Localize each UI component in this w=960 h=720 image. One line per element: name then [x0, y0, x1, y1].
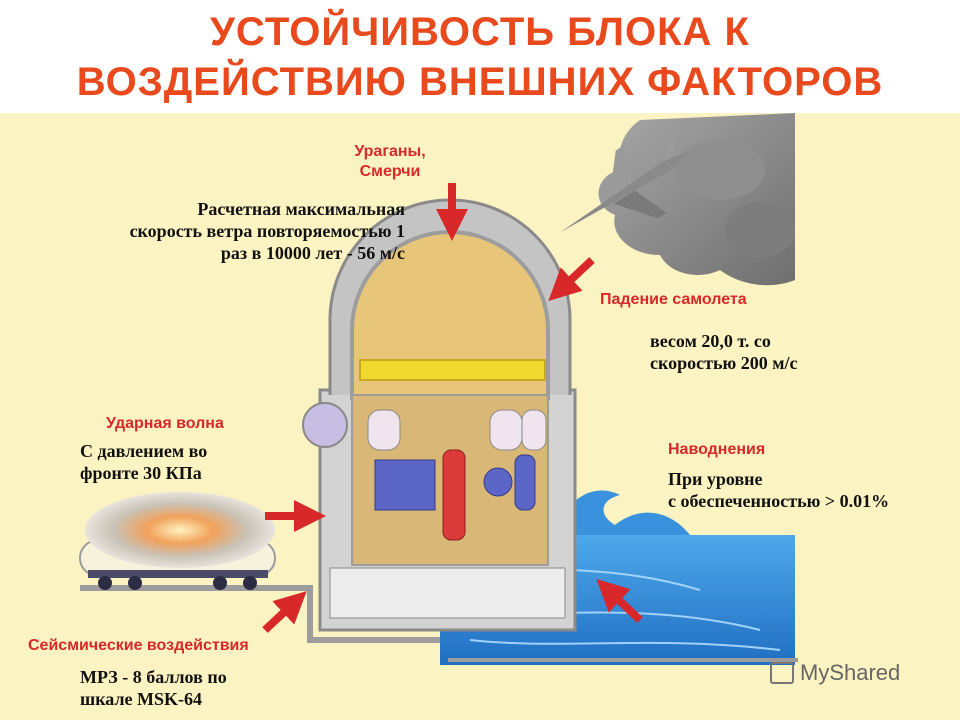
- seismic-text-line-2: шкале MSK-64: [80, 689, 203, 709]
- plane-crash-text-line-2: скоростью 200 м/с: [650, 353, 798, 373]
- watermark-text: MyShared: [800, 660, 901, 685]
- hurricanes-heading-line-1: Ураганы,: [354, 143, 426, 160]
- hurricanes-text: Расчетная максимальная скорость ветра по…: [60, 198, 405, 264]
- watermark: MyShared: [770, 660, 900, 686]
- floods-text: При уровне с обеспеченностью > 0.01%: [668, 468, 889, 512]
- tanker-train-icon: [79, 492, 276, 590]
- plane-crash-text: весом 20,0 т. со скоростью 200 м/с: [650, 330, 798, 374]
- shock-wave-text-line-2: фронте 30 КПа: [80, 463, 202, 483]
- page-title-line-1: УСТОЙЧИВОСТЬ БЛОКА К: [210, 10, 750, 54]
- hurricanes-heading-line-2: Смерчи: [359, 163, 421, 180]
- seismic-text-line-1: МРЗ - 8 баллов по: [80, 667, 227, 687]
- flood-arrow-icon: [596, 579, 643, 623]
- floods-heading: Наводнения: [668, 441, 766, 458]
- seismic-heading: Сейсмические воздействия: [28, 637, 249, 654]
- watermark-logo-icon: [770, 662, 794, 684]
- floods-text-line-1: При уровне: [668, 469, 763, 489]
- plane-crash-heading: Падение самолета: [600, 291, 747, 308]
- shock-wave-text: С давлением во фронте 30 КПа: [80, 440, 207, 484]
- seismic-text: МРЗ - 8 баллов по шкале MSK-64: [80, 666, 227, 710]
- page-title-line-2: ВОЗДЕЙСТВИЮ ВНЕШНИХ ФАКТОРОВ: [76, 60, 884, 104]
- storm-cloud-icon: [598, 113, 795, 286]
- shock-wave-text-line-1: С давлением во: [80, 441, 208, 461]
- plane-crash-text-line-1: весом 20,0 т. со: [650, 331, 771, 351]
- floods-text-line-2: с обеспеченностью > 0.01%: [668, 491, 890, 511]
- shock-wave-heading: Ударная волна: [106, 415, 224, 432]
- hurricanes-text-line-1: Расчетная максимальная: [197, 199, 405, 219]
- hurricanes-text-line-2: скорость ветра повторяемостью 1: [129, 221, 405, 241]
- seismic-arrow-icon: [262, 591, 307, 633]
- plane-arrow-icon: [548, 257, 595, 301]
- hurricanes-heading: Ураганы, Смерчи: [330, 142, 450, 182]
- reactor-building: [302, 198, 577, 632]
- hurricanes-text-line-3: раз в 10000 лет - 56 м/с: [220, 243, 405, 263]
- airplane-icon: [560, 136, 688, 233]
